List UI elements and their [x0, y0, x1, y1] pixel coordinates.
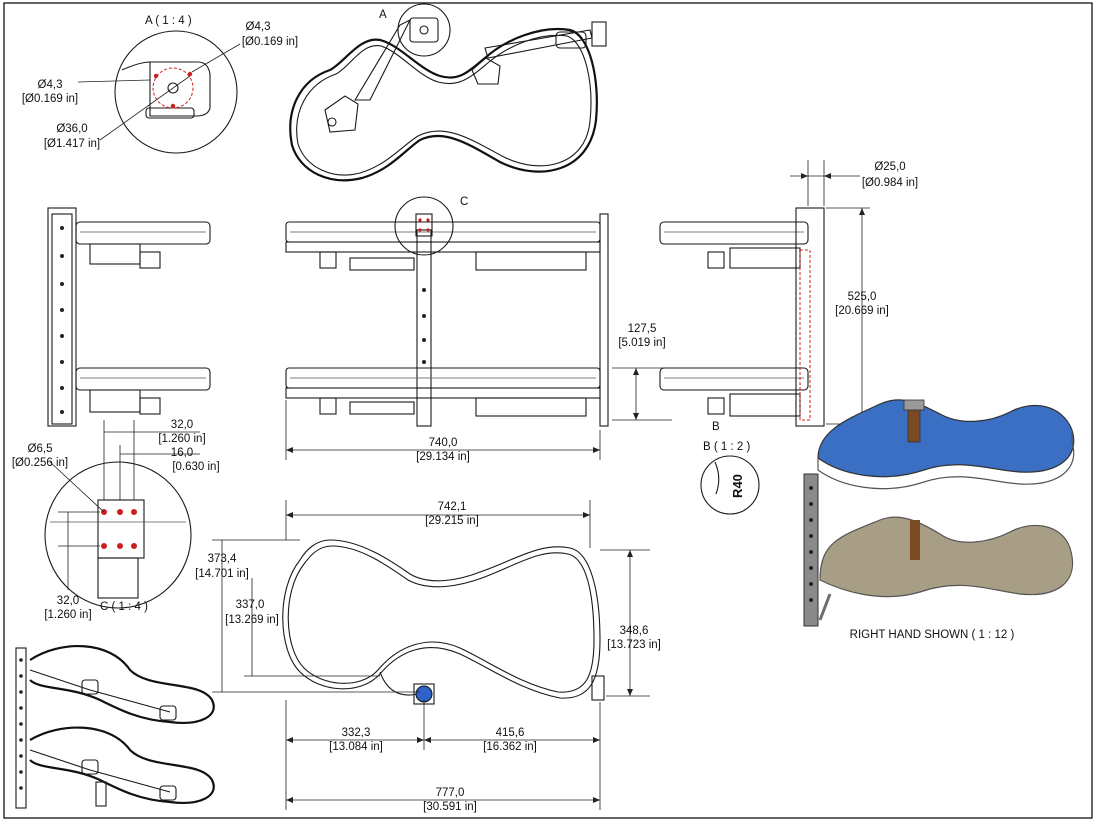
detail-a-top-hole-in: [Ø0.169 in]	[242, 36, 298, 48]
plan-total-width-in: [30.591 in]	[423, 801, 477, 813]
right-side-view: B Ø25,0 [Ø0.984 in] 525,0 [20.669 in]	[659, 160, 918, 433]
plan-depth-c: 348,6	[620, 625, 649, 637]
detail-c-title: C ( 1 : 4 )	[100, 601, 148, 613]
plan-depth-a-in: [14.701 in]	[195, 568, 249, 580]
detail-a: A ( 1 : 4 ) Ø4,3 [Ø0.169 in] Ø4,3 [Ø0.16…	[22, 15, 298, 154]
side-post-dia: Ø25,0	[874, 161, 905, 173]
detail-a-left-hole: Ø4,3	[38, 79, 63, 91]
front-step-height-in: [5.019 in]	[618, 337, 665, 349]
sheet-border	[3, 2, 1093, 819]
detail-c-w1-in: [1.260 in]	[158, 433, 205, 445]
top-view-callout: A	[379, 9, 387, 21]
plan-right-width: 415,6	[496, 727, 525, 739]
plan-left-width: 332,3	[342, 727, 371, 739]
detail-a-title: A ( 1 : 4 )	[145, 15, 192, 27]
side-height: 525,0	[848, 291, 877, 303]
plan-depth-a: 373,4	[208, 553, 237, 565]
detail-c-w2: 16,0	[171, 447, 193, 459]
front-view: C 127,5 [5.019 in] 740,0 [29.134 in]	[285, 196, 672, 463]
front-width-in: [29.134 in]	[416, 451, 470, 463]
detail-c-h1: 32,0	[57, 595, 79, 607]
plan-total-width: 777,0	[436, 787, 465, 799]
iso-caption: RIGHT HAND SHOWN ( 1 : 12 )	[850, 629, 1015, 641]
detail-b: B ( 1 : 2 ) R40	[700, 441, 760, 515]
plan-view: 742,1 [29.215 in] 373,4 [14.701 in] 337,…	[195, 500, 661, 813]
plan-depth-b-in: [13.269 in]	[225, 614, 279, 626]
plan-depth-b: 337,0	[236, 599, 265, 611]
plan-depth-c-in: [13.723 in]	[607, 639, 661, 651]
iso-color-view: RIGHT HAND SHOWN ( 1 : 12 )	[803, 399, 1075, 641]
detail-c-w1: 32,0	[171, 419, 193, 431]
front-width: 740,0	[429, 437, 458, 449]
side-height-in: [20.669 in]	[835, 305, 889, 317]
iso-frame-view	[15, 645, 215, 809]
detail-c: 32,0 [1.260 in] 16,0 [0.630 in] Ø6,5 [Ø0…	[12, 419, 220, 621]
front-view-callout: C	[460, 196, 468, 208]
detail-c-h1-in: [1.260 in]	[44, 609, 91, 621]
detail-a-top-hole: Ø4,3	[246, 21, 271, 33]
detail-c-hole-in: [Ø0.256 in]	[12, 457, 68, 469]
detail-a-bore-in: [Ø1.417 in]	[44, 138, 100, 150]
detail-a-bore: Ø36,0	[56, 123, 87, 135]
plan-top-width-in: [29.215 in]	[425, 515, 479, 527]
detail-b-radius: R40	[730, 474, 745, 498]
front-step-height: 127,5	[628, 323, 657, 335]
plan-top-width: 742,1	[438, 501, 467, 513]
side-post-dia-in: [Ø0.984 in]	[862, 177, 918, 189]
detail-c-w2-in: [0.630 in]	[172, 461, 219, 473]
plan-left-width-in: [13.084 in]	[329, 741, 383, 753]
side-view-callout: B	[712, 421, 720, 433]
plan-right-width-in: [16.362 in]	[483, 741, 537, 753]
detail-a-left-hole-in: [Ø0.169 in]	[22, 93, 78, 105]
left-side-view	[47, 207, 211, 427]
detail-c-hole: Ø6,5	[28, 443, 53, 455]
top-view: A	[289, 3, 607, 182]
detail-b-title: B ( 1 : 2 )	[703, 441, 750, 453]
